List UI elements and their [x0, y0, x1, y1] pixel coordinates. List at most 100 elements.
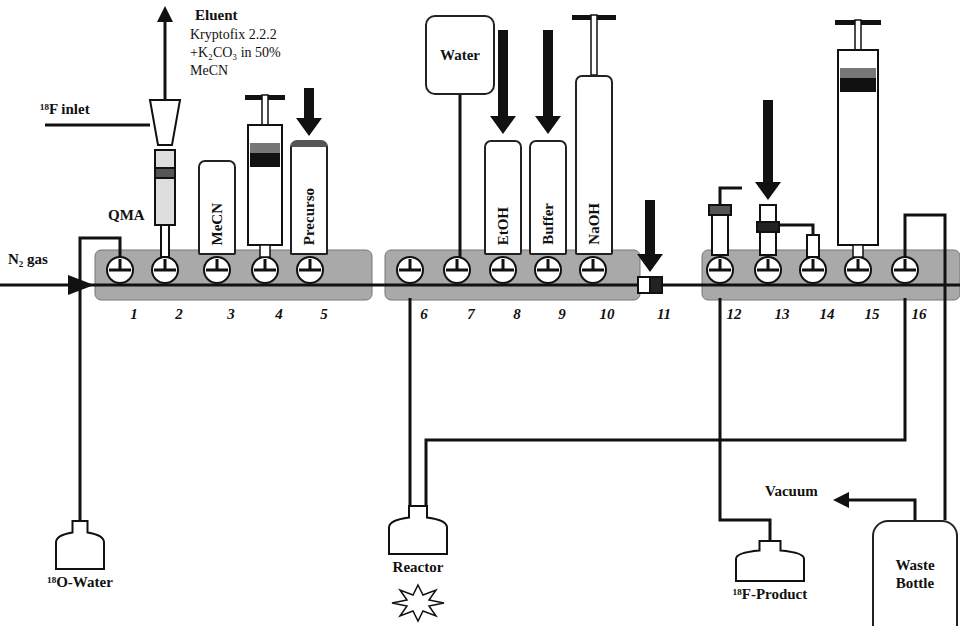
addition-arrow — [637, 200, 663, 272]
callout-number: 13 — [770, 305, 794, 323]
rotary-valve — [399, 259, 421, 270]
callout-number: 4 — [267, 305, 291, 323]
callout-number: 16 — [907, 305, 931, 323]
node-label: Buffer — [539, 203, 557, 245]
rotary-valve — [297, 257, 323, 283]
callout-number: 10 — [595, 305, 619, 323]
rotary-valve — [535, 257, 561, 283]
reagent-vial: MeCN — [198, 160, 236, 255]
callout-number: 2 — [167, 305, 191, 323]
tubing — [0, 16, 960, 540]
eluent-label: Eluent — [195, 6, 238, 24]
gas-label: N₂ gas — [8, 251, 48, 267]
callout-number: 15 — [865, 306, 880, 322]
callout-number: 7 — [459, 305, 483, 323]
filter-cartridge — [757, 222, 779, 232]
product-bottle — [735, 540, 805, 582]
rotary-valve — [582, 259, 604, 270]
rotary-valve — [894, 259, 916, 270]
callout-number: 3 — [227, 306, 235, 322]
rotary-valve — [204, 257, 230, 283]
inlet-label: ¹⁸F inlet — [40, 100, 90, 118]
waste-bottle: Waste Bottle — [872, 520, 958, 626]
callout-number: 1 — [130, 306, 138, 322]
reactor-vessel — [389, 506, 447, 554]
rotary-valve — [107, 257, 133, 283]
rotary-valve — [254, 259, 276, 270]
rotary-valve — [154, 259, 176, 270]
heater-symbol — [392, 585, 444, 621]
check-valve — [650, 277, 662, 293]
rotary-valve — [397, 257, 423, 283]
callout-number: 16 — [912, 306, 927, 322]
recovery-bottle: ¹⁸O-Water — [55, 520, 105, 570]
tubing — [0, 284, 960, 287]
reagent-vial: Precurso — [290, 140, 328, 255]
reagent-vial: Buffer — [529, 140, 567, 255]
node-label: EtOH — [494, 207, 512, 245]
callout-number: 6 — [412, 305, 436, 323]
manifold-block — [702, 250, 960, 300]
node-label: ¹⁸F-Product — [733, 585, 808, 603]
eluent-composition: Kryptofix 2.2.2 +K₂CO₃ in 50% MeCN — [190, 26, 305, 80]
tubing — [720, 188, 742, 205]
callout-number: 9 — [550, 305, 574, 323]
syringe — [260, 245, 270, 257]
node-label: Waste Bottle — [880, 556, 950, 592]
callout-number: 5 — [312, 305, 336, 323]
callout-number: 8 — [505, 305, 529, 323]
addition-arrow — [296, 30, 781, 272]
callout-number: 5 — [320, 306, 328, 322]
eluent-syringe — [150, 100, 180, 145]
rotary-valve — [707, 257, 733, 283]
syringe — [838, 50, 878, 245]
callout-number: 14 — [815, 305, 839, 323]
vacuum-label: Vacuum — [765, 482, 818, 500]
eluent-syringe — [155, 150, 175, 225]
callout-number: 13 — [775, 306, 790, 322]
rotary-valve — [490, 257, 516, 283]
syringe — [245, 95, 285, 257]
callout-number: 14 — [820, 306, 835, 322]
callout-number: 2 — [175, 306, 183, 322]
rotary-valve — [204, 257, 230, 283]
callout-number: 1 — [122, 305, 146, 323]
rotary-valve — [755, 257, 781, 283]
rotary-valve — [800, 257, 826, 283]
tubing — [409, 298, 412, 505]
manifold-block — [95, 250, 372, 300]
filter-cartridge — [709, 205, 819, 257]
manifold-block — [385, 250, 640, 300]
flow-arrowhead — [157, 6, 173, 22]
callout-number: 7 — [467, 306, 475, 322]
cartridge-label: QMA — [108, 207, 145, 223]
rotary-valve — [252, 257, 278, 283]
syringe-barrel: NaOH — [575, 75, 613, 255]
callout-number: 4 — [275, 306, 283, 322]
addition-arrow — [535, 30, 561, 134]
callout-number: 6 — [420, 306, 428, 322]
syringe — [250, 153, 280, 167]
tubing — [164, 16, 167, 100]
flow-arrowhead — [833, 492, 849, 508]
flow-arrowhead — [68, 275, 94, 295]
rotary-valve — [845, 257, 871, 283]
rotary-valve — [252, 257, 278, 283]
heater-symbol — [392, 585, 444, 621]
rotary-valve — [757, 259, 779, 270]
syringe — [572, 15, 616, 75]
rotary-valve — [109, 259, 131, 270]
filter-cartridge — [709, 205, 731, 215]
recovery-bottle — [56, 521, 104, 569]
rotary-valve — [709, 259, 731, 270]
rotary-valve — [490, 257, 516, 283]
inlet-label: ¹⁸F inlet — [40, 101, 90, 117]
water-reservoir: Water — [425, 15, 495, 95]
callout-number: 15 — [860, 305, 884, 323]
eluent-syringe — [155, 168, 175, 178]
gas-label: N₂ gas — [8, 250, 48, 268]
rotary-valve — [152, 257, 178, 283]
tubing — [45, 124, 150, 127]
syringe — [248, 125, 282, 245]
